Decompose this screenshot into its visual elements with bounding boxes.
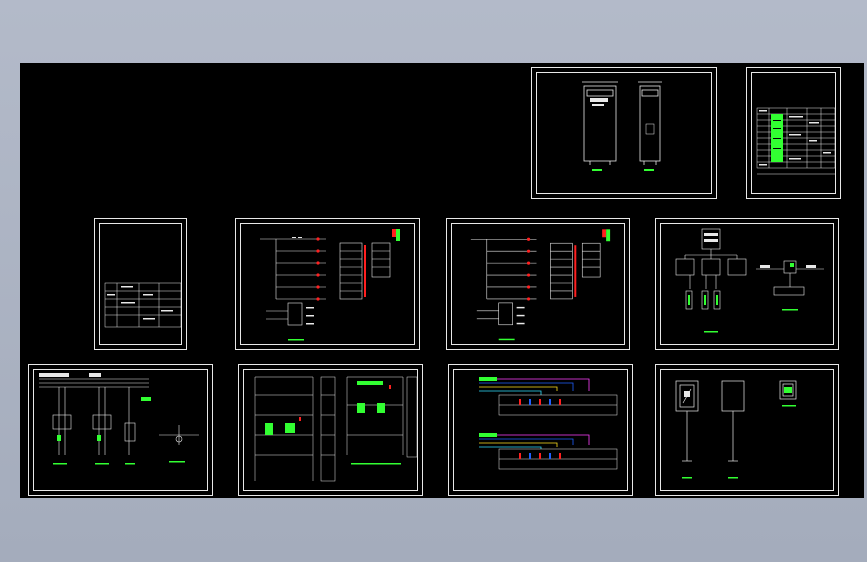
column-box-drawing xyxy=(675,380,797,479)
sheet-column-box-detail[interactable] xyxy=(655,364,839,496)
sheet-frame xyxy=(33,369,208,491)
sheet-frame xyxy=(453,369,628,491)
sheet-frame xyxy=(451,223,625,345)
drawing-canvas[interactable] xyxy=(20,63,864,498)
equipment-schedule-table xyxy=(756,107,836,175)
sheet-frame xyxy=(243,369,418,491)
cover-title-block xyxy=(104,282,182,328)
sheet-control-schematic-2[interactable] xyxy=(446,218,630,350)
control-schematic-drawing xyxy=(470,229,611,341)
network-diagram-drawing xyxy=(675,228,824,333)
sheet-frame xyxy=(240,223,415,345)
sheet-cover[interactable] xyxy=(94,218,187,350)
sheet-network-diagram[interactable] xyxy=(655,218,839,350)
sheet-terminal-diagram[interactable] xyxy=(238,364,423,496)
terminal-diagram-drawing xyxy=(254,376,418,482)
power-circuit-drawing xyxy=(39,373,199,465)
sheet-frame xyxy=(751,72,836,194)
cabinet-elevation-drawing xyxy=(582,81,662,171)
sheet-frame xyxy=(660,369,834,491)
sheet-frame xyxy=(99,223,182,345)
sheet-control-schematic-1[interactable] xyxy=(235,218,420,350)
sheet-frame xyxy=(536,72,712,194)
sheet-wiring-diagram[interactable] xyxy=(448,364,633,496)
control-schematic-drawing xyxy=(260,229,400,341)
sheet-frame xyxy=(660,223,834,345)
wiring-diagram-drawing xyxy=(479,377,618,470)
sheet-equipment-schedule[interactable] xyxy=(746,67,841,199)
sheet-power-circuit[interactable] xyxy=(28,364,213,496)
sheet-cabinet-elevation[interactable] xyxy=(531,67,717,199)
